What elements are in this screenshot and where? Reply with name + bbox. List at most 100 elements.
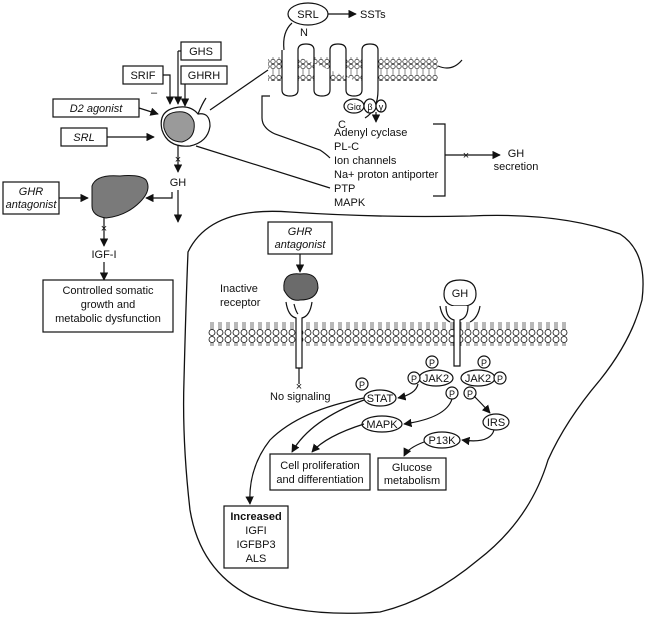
p-circle-stat <box>355 377 369 391</box>
p13k-oval <box>423 431 461 449</box>
inactive-receptor-line2: receptor <box>220 297 261 309</box>
stat-label: STAT <box>367 393 394 405</box>
p-circle-1 <box>425 355 439 369</box>
outcome-line1: Controlled somatic <box>62 285 154 297</box>
gh-secretion-line1: GH <box>508 148 525 160</box>
srif-arrow <box>163 74 175 105</box>
srif-minus-sign: – <box>151 87 158 99</box>
gh-secretion-line2: secretion <box>494 161 539 173</box>
mapk-to-proliferation-arrow <box>311 423 365 453</box>
block-mark-pituitary: × <box>175 154 181 166</box>
zoom-line-bottom <box>195 145 331 189</box>
effector-2: PL-C <box>334 141 359 153</box>
jak2-left-label: JAK2 <box>423 373 449 385</box>
g-gamma-label: γ <box>379 102 384 112</box>
p-label-5: P <box>449 389 455 399</box>
ghr-antagonist-cell-box <box>267 221 333 255</box>
p-label-1: P <box>429 358 435 368</box>
cell-proliferation-line2: and differentiation <box>276 474 363 486</box>
p13k-label: P13K <box>429 435 457 447</box>
outcome-box <box>42 279 174 333</box>
ghs-label: GHS <box>189 46 213 58</box>
g-gamma-subunit <box>375 99 387 113</box>
p-circle-4 <box>493 371 507 385</box>
increased-title: Increased <box>230 511 281 523</box>
p-label-4: P <box>497 374 503 384</box>
increased-box <box>223 505 289 569</box>
p-circle-3 <box>407 371 421 385</box>
effector-1: Adenyl cyclase <box>334 127 407 139</box>
outcome-line3: metabolic dysfunction <box>55 313 161 325</box>
pituitary-group: GHS SRIF GHRH – D2 agonist SRL × GH <box>52 41 331 223</box>
p-circle-2 <box>477 355 491 369</box>
jak2-to-irs-arrow <box>473 395 491 414</box>
n-terminal-label: N <box>300 27 308 39</box>
d2-agonist-label: D2 agonist <box>70 103 124 115</box>
zoom-line-top <box>209 69 269 111</box>
increased-item-2: IGFBP3 <box>236 539 275 551</box>
stat-to-increased-arrow <box>245 397 365 505</box>
p-label-2: P <box>481 358 487 368</box>
gh-to-liver-arrow <box>145 192 173 203</box>
liver-cell-membrane <box>208 322 568 346</box>
liver-cell-group: GHR antagonist Inactive receptor × No si… <box>182 210 644 614</box>
ghr-antagonist-cell-line1: GHR <box>288 226 313 238</box>
gh-bound-label: GH <box>452 288 469 300</box>
effector-3: Ion channels <box>334 155 397 167</box>
active-receptor-right-arm <box>469 305 481 323</box>
srl-left-label: SRL <box>73 132 94 144</box>
ghr-antagonist-left-box <box>2 181 60 215</box>
glucose-metabolism-line2: metabolism <box>384 475 440 487</box>
membrane-end-curl <box>437 59 463 69</box>
gh-ligand <box>443 279 477 307</box>
ssts-label: SSTs <box>360 9 386 21</box>
antagonist-bound-molecule <box>283 273 319 301</box>
ghr-antagonist-left-line1: GHR <box>19 186 44 198</box>
ghrh-box <box>180 65 228 85</box>
jak2-to-stat-arrow <box>397 383 419 401</box>
inactive-receptor-line1: Inactive <box>220 283 258 295</box>
active-receptor-chains <box>445 305 469 367</box>
inactive-receptor-notch <box>293 303 299 315</box>
irs-oval <box>482 413 510 431</box>
pituitary-stalk <box>197 97 207 115</box>
n-terminal-tail <box>283 22 293 51</box>
block-mark-liver: × <box>101 223 107 235</box>
ghr-antagonist-cell-line2: antagonist <box>275 239 327 251</box>
irs-label: IRS <box>487 417 505 429</box>
effectors-bracket <box>433 123 446 197</box>
p-circle-6 <box>463 386 477 400</box>
receptor-cell-bracket <box>261 95 331 159</box>
igf1-label: IGF-I <box>91 249 116 261</box>
p-label-3: P <box>411 374 417 384</box>
glucose-metabolism-line1: Glucose <box>392 462 432 474</box>
jak2-to-mapk-arrow <box>403 398 453 428</box>
effector-4: Na+ proton antiporter <box>334 169 439 181</box>
increased-item-1: IGFI <box>245 525 266 537</box>
p13k-to-glucose-arrow <box>403 441 425 457</box>
mapk-oval <box>361 415 403 433</box>
block-mark-secretion: × <box>463 150 469 162</box>
g-alpha-label: Giα <box>347 102 361 112</box>
glucose-metabolism-box <box>377 457 447 491</box>
liver-left-group: GHR antagonist × IGF-I Controlled somati… <box>2 175 174 333</box>
stat-to-proliferation-arrow <box>291 399 365 453</box>
ghr-antagonist-left-line2: antagonist <box>6 199 58 211</box>
block-mark-inactive: × <box>296 381 302 393</box>
ghrh-label: GHRH <box>188 70 220 82</box>
srif-label: SRIF <box>130 70 155 82</box>
srl-top-label: SRL <box>297 9 318 21</box>
liver-left-icon <box>91 175 149 219</box>
p-label-stat: P <box>359 380 365 390</box>
d2-agonist-arrow <box>138 107 159 116</box>
cell-proliferation-line1: Cell proliferation <box>280 460 359 472</box>
c-terminal-label: C <box>338 119 346 131</box>
mapk-label: MAPK <box>366 419 398 431</box>
gpcr-receptor-group: SRL SSTs N C Giα β γ Adenyl cyclase PL-C… <box>261 2 539 209</box>
pituitary-tumor <box>163 111 195 143</box>
gh-left-label: GH <box>170 177 187 189</box>
increased-item-3: ALS <box>246 553 267 565</box>
irs-to-p13k-arrow <box>461 429 495 446</box>
